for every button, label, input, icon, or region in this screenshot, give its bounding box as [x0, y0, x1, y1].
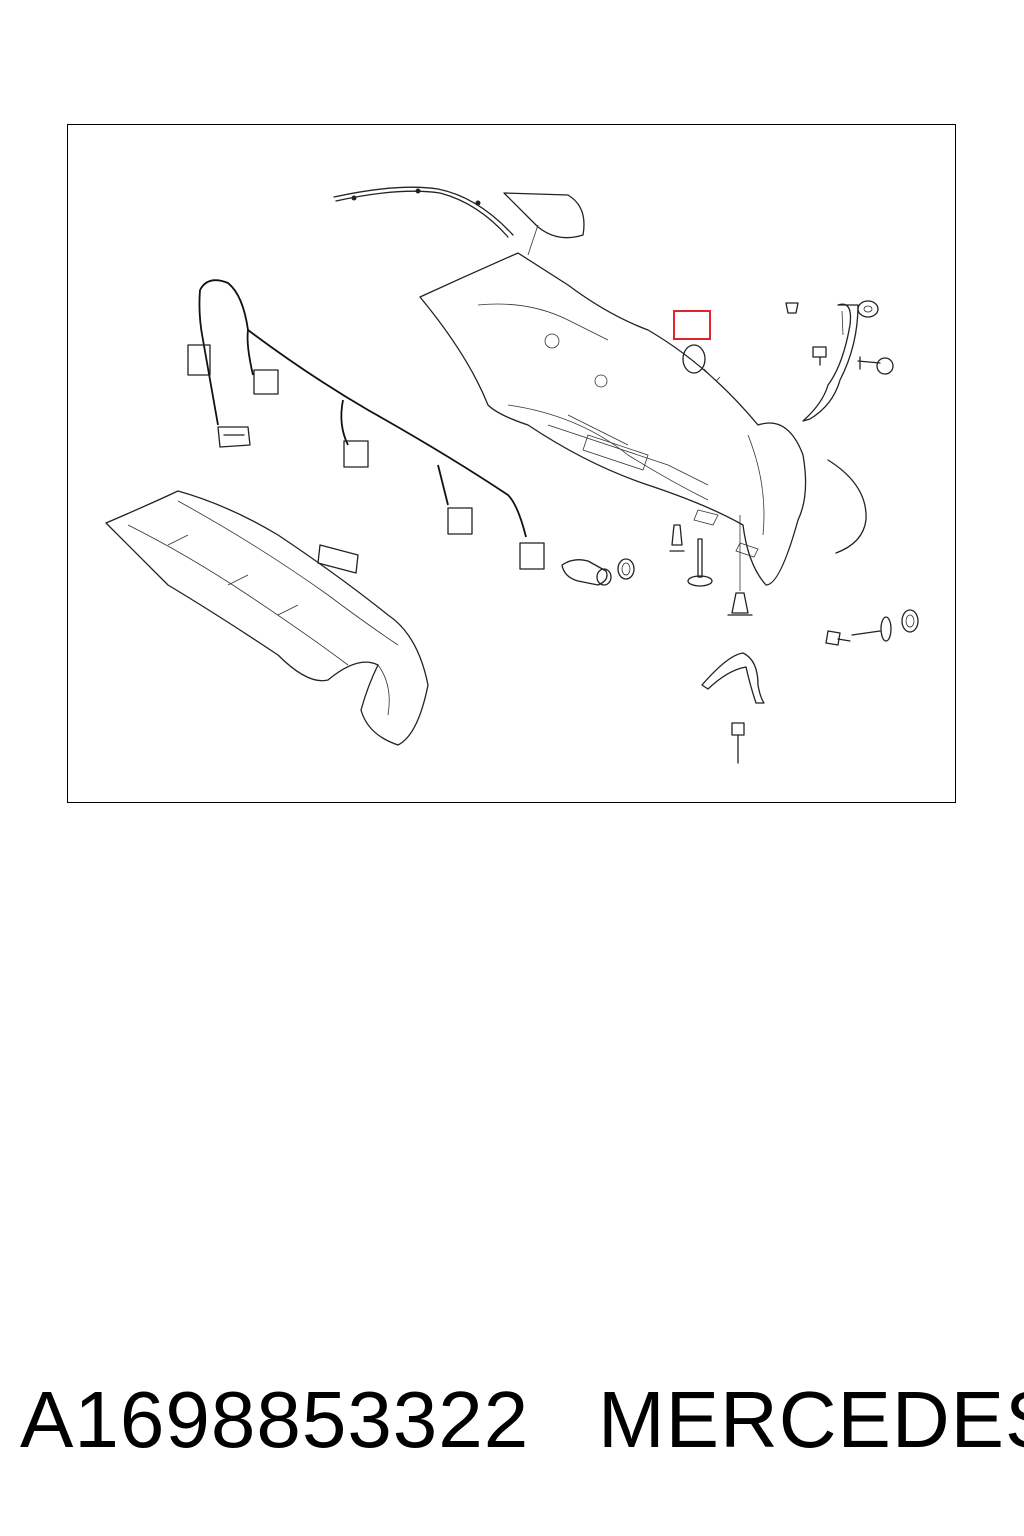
parts-diagram: 17	[67, 124, 956, 803]
part-170-harness	[187, 279, 545, 570]
brand-name: MERCEDES	[598, 1375, 1024, 1464]
part-210-pin	[731, 722, 745, 764]
part-110-screw	[851, 616, 892, 642]
part-165-ring	[617, 558, 635, 580]
diagram-drawing: 17	[105, 186, 919, 764]
part-15-trim	[827, 459, 867, 554]
part-160-sensor	[561, 559, 612, 586]
part-80-rivet	[812, 346, 827, 366]
part-95-nut	[857, 300, 879, 318]
part-135-clip	[669, 524, 685, 552]
part-20-diffuser	[105, 490, 429, 746]
part-200-bracket	[701, 652, 765, 704]
part-100-rivet	[825, 630, 851, 646]
part-10-bumper-cover	[419, 252, 807, 586]
part-36-reflector	[503, 192, 585, 256]
part-25-bracket	[317, 544, 359, 574]
part-130-screw	[687, 538, 713, 587]
footer: A1698853322 MERCEDES	[0, 1370, 1024, 1470]
part-70-screw	[857, 356, 894, 375]
part-12-tow-cap	[682, 344, 721, 382]
part-17-trim-strip	[333, 186, 514, 238]
part-number: A1698853322	[20, 1375, 530, 1464]
highlight-box-12	[673, 310, 711, 340]
part-90-clip	[727, 515, 753, 616]
part-180-connector	[217, 426, 251, 448]
part-120-ring	[901, 609, 919, 633]
part-60-bracket	[802, 303, 859, 422]
part-82-clip	[785, 302, 799, 314]
